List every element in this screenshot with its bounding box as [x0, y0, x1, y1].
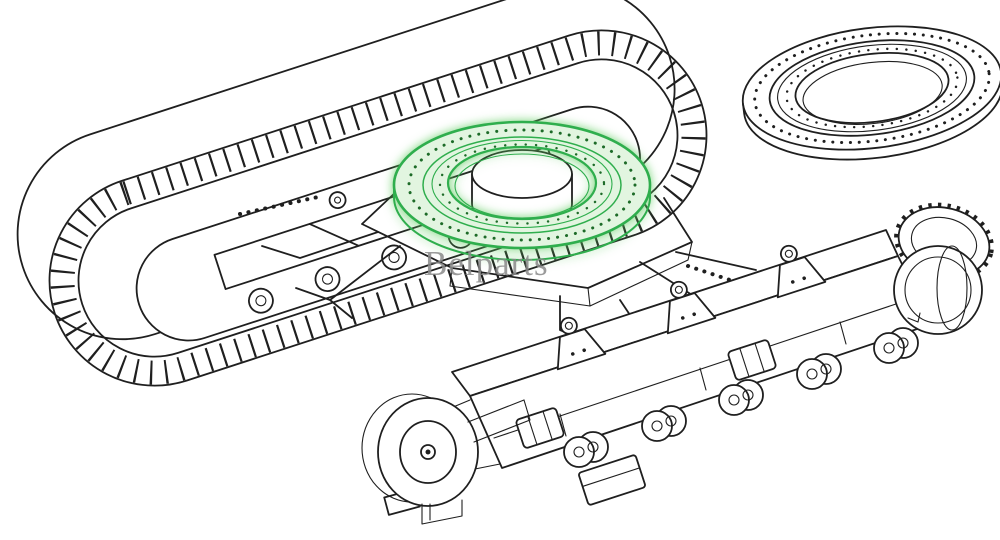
slewing-ring-spare	[741, 25, 1000, 161]
track-guard	[727, 339, 777, 381]
guard-ribs	[739, 342, 765, 378]
slewing-ring-highlighted	[392, 120, 652, 261]
idler-inner-rim	[399, 420, 457, 484]
spare-bolt-hole-ring-outer	[753, 31, 991, 145]
spare-ring-flange-line	[768, 39, 976, 137]
bracket-gusset	[556, 328, 607, 371]
mount-bracket	[776, 244, 827, 299]
carrier-roller	[328, 191, 347, 210]
track-roller-frame	[361, 202, 994, 525]
bracket-pin-hub	[564, 321, 573, 330]
center-pivot-cylinder	[471, 149, 573, 229]
spare-ring-thickness	[742, 71, 1000, 161]
mount-bracket	[556, 316, 607, 371]
track-roller	[314, 266, 341, 292]
carrier-roller-hub	[334, 196, 342, 204]
bracket-bolt	[680, 316, 685, 320]
frame-rail-line	[445, 295, 921, 471]
side-frame-beam	[213, 145, 560, 290]
track-guard	[515, 407, 565, 449]
bracket-bolt	[802, 276, 806, 281]
spare-bolt-hole-ring-inner	[785, 47, 959, 129]
mount-bracket	[666, 280, 717, 335]
track-roller	[381, 244, 407, 271]
slewing-ring-step-line	[431, 139, 613, 229]
bracket-bolt	[570, 352, 575, 356]
bottom-roller	[641, 405, 687, 442]
bracket-bolt	[790, 280, 795, 284]
bracket-gusset	[666, 292, 717, 335]
spare-ring-bore-inner	[802, 60, 943, 125]
track-outer-edge	[48, 29, 708, 387]
bracket-pin-hub	[674, 285, 683, 294]
slewing-ring-bore	[446, 145, 598, 221]
idler-yoke	[467, 399, 531, 443]
idler-axle	[425, 449, 431, 455]
bottom-roller	[873, 327, 919, 364]
guard-ribs	[527, 410, 553, 446]
front-idler	[361, 393, 531, 525]
final-drive-rim	[936, 245, 968, 331]
final-drive-inner	[904, 256, 972, 324]
bottom-roller	[796, 353, 842, 390]
bracket-bolt	[582, 348, 586, 353]
bolt-hole-ring-inner	[438, 143, 606, 225]
bracket-gusset	[776, 256, 827, 299]
track-roller-hub	[321, 273, 334, 285]
drive-sprocket	[893, 202, 994, 335]
spare-ring-bore	[794, 52, 950, 124]
slewing-ring-flange-line	[422, 136, 622, 234]
bottom-roller	[718, 379, 764, 416]
shoe-line	[581, 467, 641, 487]
bracket-bolt	[692, 312, 696, 317]
final-drive-drum	[893, 245, 983, 335]
spare-ring-step-line	[777, 43, 967, 133]
bolt-hole-ring-outer	[407, 128, 637, 242]
shoe-body	[578, 454, 646, 506]
carbody-plate-thickness	[449, 241, 693, 307]
slewing-ring-bore-inner	[454, 153, 590, 219]
final-drive-notch	[907, 312, 921, 323]
bottom-roller	[563, 431, 609, 468]
track-roller-hub	[255, 295, 267, 307]
idler-bracket	[421, 499, 463, 525]
cylinder-top	[471, 149, 573, 199]
guard-shoe	[578, 454, 646, 506]
track-roller	[248, 287, 274, 314]
bracket-pin-hub	[784, 249, 793, 258]
slewing-ring-thickness	[393, 184, 651, 261]
bottom-rollers	[563, 327, 919, 468]
